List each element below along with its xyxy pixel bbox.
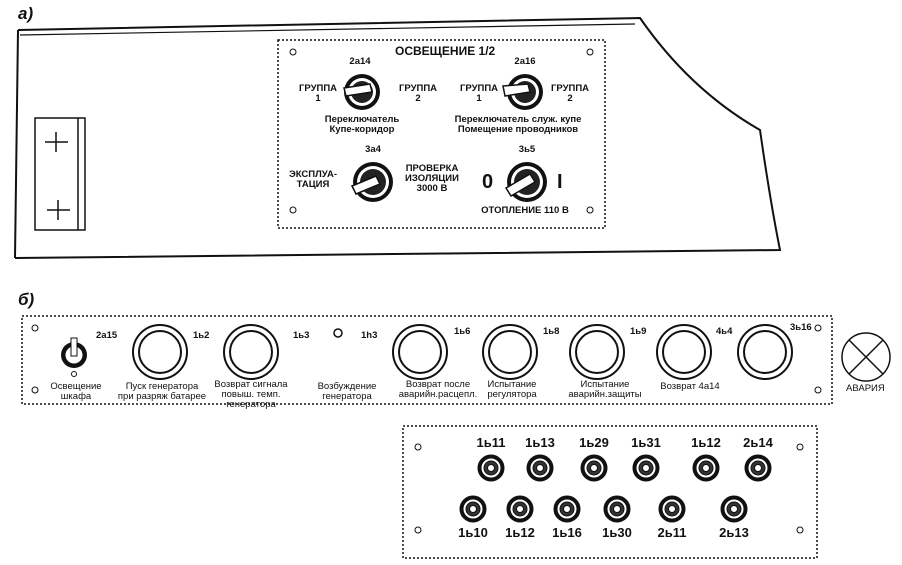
- switch-position-label: ПРОВЕРКА ИЗОЛЯЦИИ 3000 В: [405, 163, 459, 194]
- button-code: 1ь6: [454, 326, 471, 337]
- terminal-socket[interactable]: [506, 495, 534, 523]
- terminal-label: 1ь31: [631, 435, 661, 450]
- panel-c-screws: [414, 443, 804, 534]
- rotary-switch-3b5[interactable]: [504, 162, 547, 202]
- rotary-switch-2a14[interactable]: [343, 74, 380, 110]
- terminal-socket[interactable]: [477, 454, 505, 482]
- alarm-label: АВАРИЯ: [846, 383, 885, 394]
- push-button-1b8[interactable]: [482, 324, 538, 380]
- button-caption: Испытание регулятора: [487, 379, 537, 400]
- switch-position-off: 0: [482, 171, 494, 193]
- terminal-label: 1ь30: [602, 525, 632, 540]
- terminal-label: 1ь10: [458, 525, 488, 540]
- switch-code: 3ь5: [518, 144, 536, 155]
- button-caption: Возврат 4а14: [660, 381, 720, 392]
- terminal-label: 2ь13: [719, 525, 749, 540]
- terminal-socket[interactable]: [720, 495, 748, 523]
- switch-code: 2а16: [514, 56, 536, 67]
- button-caption: Возбуждение генератора: [317, 381, 377, 402]
- panel-b-screws: [31, 324, 822, 394]
- switch-position-on: I: [557, 171, 563, 193]
- section-b-label: б): [18, 290, 35, 309]
- terminal-socket[interactable]: [580, 454, 608, 482]
- button-code: 1ь8: [543, 326, 560, 337]
- button-caption: Пуск генератора при разряж батарее: [117, 381, 207, 402]
- terminal-socket[interactable]: [632, 454, 660, 482]
- switch-position-label: ГРУППА 1: [459, 83, 499, 104]
- terminal-label: 1ь16: [552, 525, 582, 540]
- switch-caption: Переключатель служ. купе Помещение прово…: [454, 114, 582, 135]
- toggle-switch-2a15[interactable]: [61, 337, 87, 377]
- button-code: 4ь4: [716, 326, 733, 337]
- terminal-label: 1ь12: [505, 525, 535, 540]
- switch-code: 3а4: [365, 144, 381, 155]
- terminal-label: 2ь14: [743, 435, 773, 450]
- panel-a-screws: [289, 48, 594, 214]
- switch-position-label: ЭКСПЛУА- ТАЦИЯ: [288, 169, 338, 190]
- button-caption: Испытание аварийн.защиты: [568, 379, 642, 400]
- push-buttons: [132, 324, 793, 380]
- switch-position-label: ГРУППА 1: [298, 83, 338, 104]
- terminal-label: 2ь11: [657, 525, 687, 540]
- terminal-label: 1ь29: [579, 435, 609, 450]
- switch-position-label: ГРУППА 2: [398, 83, 438, 104]
- terminal-socket[interactable]: [553, 495, 581, 523]
- push-button-3b16[interactable]: [737, 324, 793, 380]
- rotary-switch-2a16[interactable]: [502, 74, 543, 110]
- indicator-1h3: [333, 328, 343, 338]
- button-caption: Возврат сигнала повыш. темп. генератора: [214, 379, 288, 410]
- terminal-panel: [402, 425, 818, 559]
- push-button-1b3[interactable]: [223, 324, 279, 380]
- alarm-lamp: [841, 332, 891, 382]
- button-code: 1ь9: [630, 326, 647, 337]
- terminal-socket[interactable]: [658, 495, 686, 523]
- terminal-sockets: [459, 454, 772, 523]
- switch-caption: ОТОПЛЕНИЕ 110 В: [481, 205, 569, 216]
- rotary-switch-3a4[interactable]: [350, 162, 393, 202]
- section-a-label: а): [18, 4, 34, 23]
- button-code: 3ь16: [790, 322, 812, 333]
- lighting-panel: [277, 39, 606, 229]
- terminal-label: 1ь11: [476, 435, 506, 450]
- terminal-socket[interactable]: [744, 454, 772, 482]
- push-button-1b2[interactable]: [132, 324, 188, 380]
- button-caption: Возврат после аварийн.расцепл.: [398, 379, 478, 400]
- push-button-1b6[interactable]: [392, 324, 448, 380]
- terminal-label: 1ь13: [525, 435, 555, 450]
- terminal-socket[interactable]: [692, 454, 720, 482]
- switch-position-label: ГРУППА 2: [550, 83, 590, 104]
- push-button-4b4[interactable]: [656, 324, 712, 380]
- switch-caption: Переключатель Купе-коридор: [324, 114, 400, 135]
- terminal-socket[interactable]: [459, 495, 487, 523]
- button-code: 1ь3: [293, 330, 310, 341]
- toggle-code: 2а15: [96, 330, 118, 341]
- switch-code: 2а14: [349, 56, 371, 67]
- side-bracket: [34, 117, 86, 231]
- push-button-1b9[interactable]: [569, 324, 625, 380]
- button-code: 1ь2: [193, 330, 210, 341]
- terminal-label: 1ь12: [691, 435, 721, 450]
- terminal-socket[interactable]: [603, 495, 631, 523]
- toggle-caption: Освещение шкафа: [50, 381, 102, 402]
- panel-a-title: ОСВЕЩЕНИЕ 1/2: [395, 44, 496, 58]
- button-code: 1h3: [361, 330, 378, 341]
- cabinet-outline: [14, 16, 782, 259]
- terminal-socket[interactable]: [526, 454, 554, 482]
